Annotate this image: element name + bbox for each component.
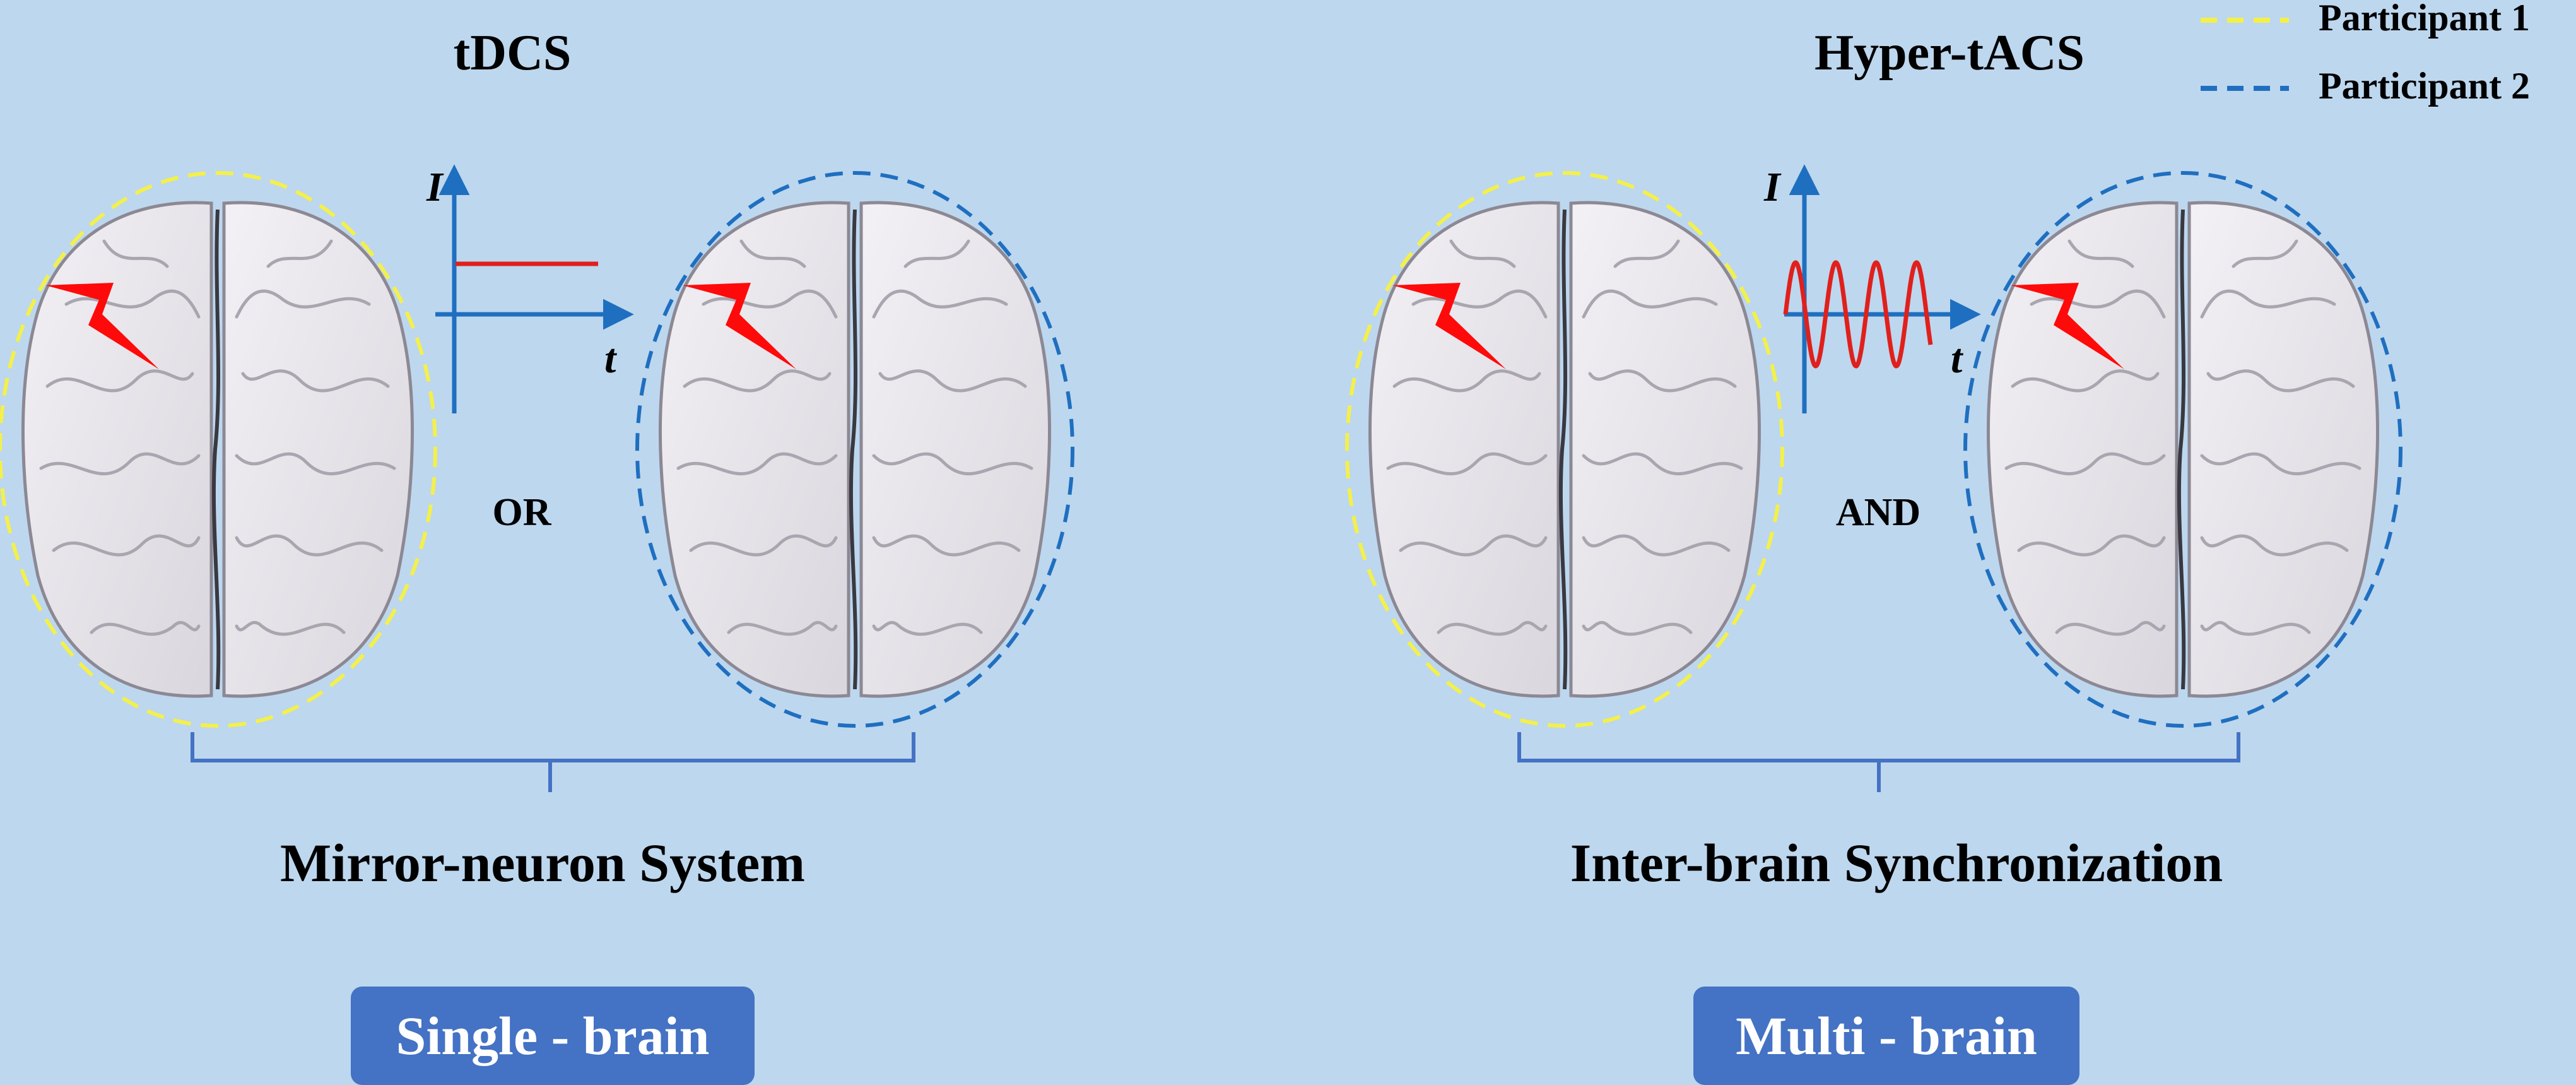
time-axis-label: t bbox=[1951, 336, 1963, 382]
left-panel: tDCS I t OR Mirror-neuron System Single … bbox=[0, 25, 1074, 1085]
legend: Participant 1 Participant 2 bbox=[2201, 0, 2530, 107]
tdcs-waveform-plot: I t bbox=[426, 164, 634, 413]
left-panel-title: tDCS bbox=[454, 25, 572, 81]
single-brain-badge-label: Single - brain bbox=[396, 1005, 710, 1066]
lightning-bolt-icon bbox=[683, 283, 796, 369]
participant1-boundary bbox=[1345, 171, 1784, 728]
brain-icon bbox=[23, 203, 412, 696]
left-system-label: Mirror-neuron System bbox=[280, 833, 805, 893]
lightning-bolt-icon bbox=[1392, 283, 1506, 369]
lightning-bolt-icon bbox=[45, 283, 159, 369]
right-connector-label: AND bbox=[1836, 491, 1920, 534]
multi-brain-badge-label: Multi - brain bbox=[1736, 1005, 2037, 1066]
right-system-label: Inter-brain Synchronization bbox=[1570, 833, 2223, 893]
legend-participant1-label: Participant 1 bbox=[2319, 0, 2530, 39]
current-axis-label: I bbox=[426, 164, 444, 210]
time-axis-label: t bbox=[604, 336, 617, 382]
alternating-current-signal bbox=[1783, 260, 1933, 369]
participant1-boundary bbox=[0, 171, 437, 728]
brain-icon bbox=[1988, 203, 2377, 696]
single-brain-badge bbox=[351, 987, 755, 1085]
legend-participant2-label: Participant 2 bbox=[2319, 65, 2530, 107]
brain-icon bbox=[1370, 203, 1759, 696]
participant2-boundary bbox=[1963, 171, 2403, 728]
brain-icon bbox=[660, 203, 1049, 696]
left-connector-label: OR bbox=[493, 491, 552, 534]
multi-brain-badge bbox=[1693, 987, 2079, 1085]
right-panel-title: Hyper-tACS bbox=[1814, 25, 2085, 81]
tacs-waveform-plot: I t bbox=[1763, 164, 1981, 413]
right-panel: Hyper-tACS I t AND Inter-brain Synchroni… bbox=[1345, 25, 2403, 1085]
participant2-boundary bbox=[635, 171, 1074, 728]
right-brace bbox=[1517, 732, 2240, 792]
left-brace bbox=[191, 732, 915, 792]
current-axis-label: I bbox=[1763, 164, 1782, 210]
lightning-bolt-icon bbox=[2011, 283, 2124, 369]
